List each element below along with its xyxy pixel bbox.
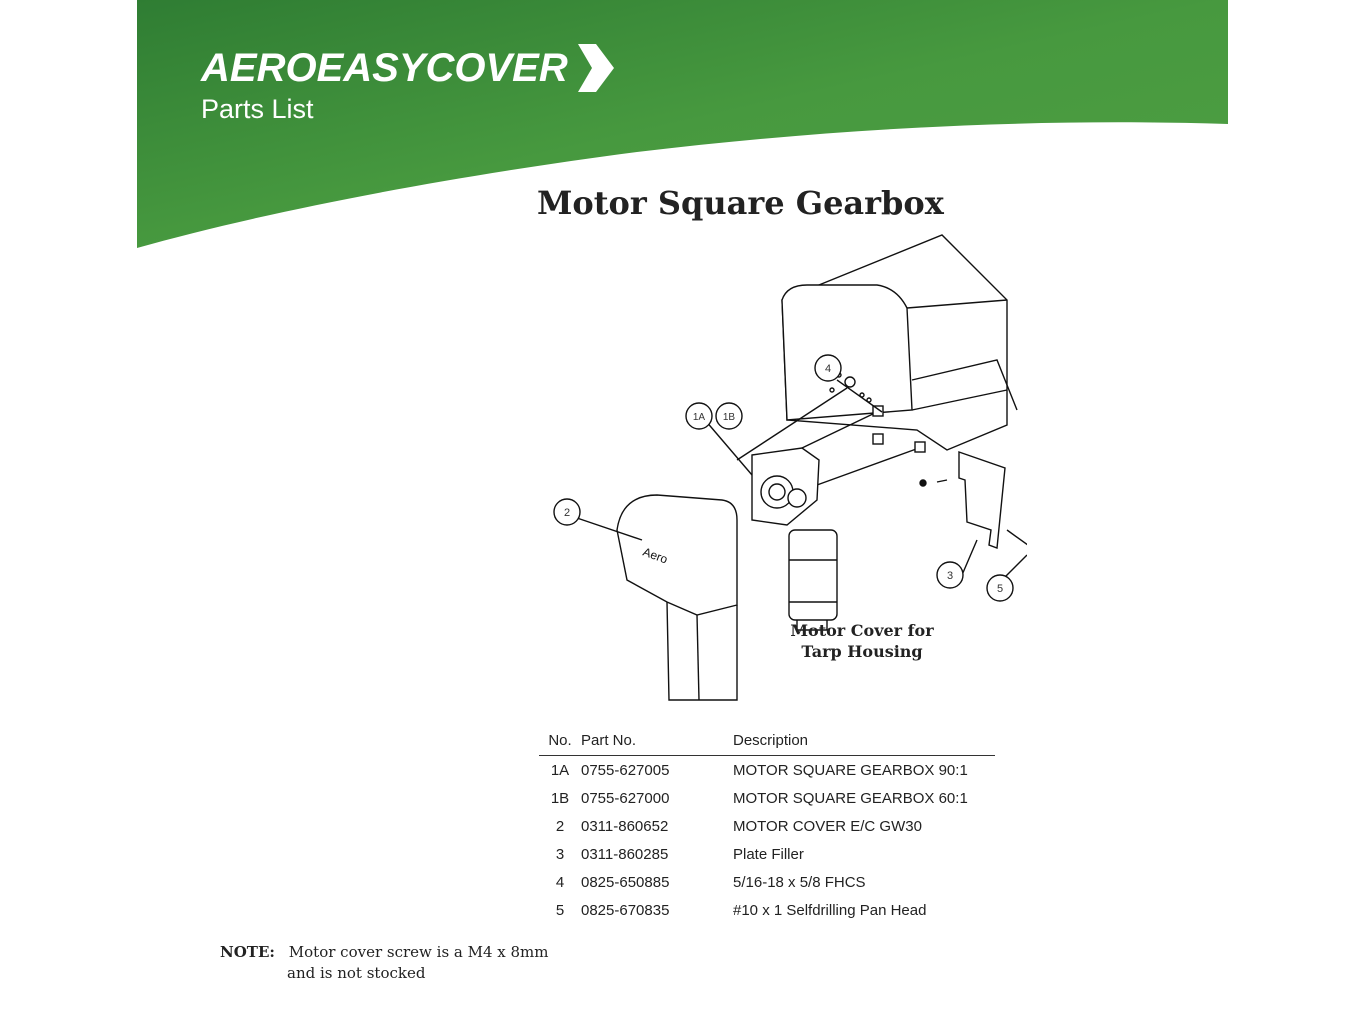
row-no: 2 bbox=[555, 818, 565, 835]
page-title: Motor Square Gearbox bbox=[537, 184, 944, 222]
header-banner bbox=[137, 0, 1228, 248]
row-part-no: 0311-860652 bbox=[581, 818, 669, 835]
plate-filler-drawing bbox=[919, 451, 1027, 549]
motor-cover-drawing: Aero bbox=[616, 494, 738, 701]
gearbox-motor-drawing bbox=[751, 447, 838, 631]
row-part-no: 0825-650885 bbox=[581, 874, 670, 891]
table-row: 1A 0755-627005 MOTOR SQUARE GEARBOX 90:1 bbox=[539, 756, 995, 785]
svg-text:5: 5 bbox=[997, 583, 1003, 595]
row-description: Plate Filler bbox=[733, 846, 804, 863]
table-row: 1B 0755-627000 MOTOR SQUARE GEARBOX 60:1 bbox=[539, 784, 995, 812]
svg-text:2: 2 bbox=[564, 507, 570, 519]
row-description: MOTOR SQUARE GEARBOX 90:1 bbox=[733, 762, 968, 779]
row-no: 1B bbox=[550, 790, 570, 807]
row-description: #10 x 1 Selfdrilling Pan Head bbox=[733, 902, 927, 919]
svg-text:1A: 1A bbox=[693, 412, 706, 423]
tarp-housing-drawing bbox=[781, 234, 1018, 451]
parts-list-page: AEROEASYCOVER Parts List Motor Square Ge… bbox=[137, 0, 1228, 1024]
table-row: 4 0825-650885 5/16-18 x 5/8 FHCS bbox=[539, 868, 995, 896]
row-part-no: 0755-627000 bbox=[581, 790, 670, 807]
svg-text:3: 3 bbox=[947, 570, 953, 582]
callout-2: 2 bbox=[553, 498, 581, 526]
parts-table: No. Part No. Description 1A 0755-627005 … bbox=[539, 732, 995, 924]
row-no: 3 bbox=[555, 846, 565, 863]
callout-4: 4 bbox=[814, 354, 842, 382]
caption-line-2: Tarp Housing bbox=[801, 642, 923, 661]
callout-3: 3 bbox=[936, 561, 964, 589]
row-description: MOTOR COVER E/C GW30 bbox=[733, 818, 922, 835]
footnote: NOTE: Motor cover screw is a M4 x 8mm an… bbox=[220, 942, 549, 984]
diagram-caption: Motor Cover for Tarp Housing bbox=[777, 620, 947, 662]
brand-chevron-icon bbox=[577, 44, 614, 92]
row-part-no: 0311-860285 bbox=[581, 846, 669, 863]
callout-1b: 1B bbox=[715, 402, 743, 430]
callout-5: 5 bbox=[986, 574, 1014, 602]
brand-wordmark: AEROEASYCOVER bbox=[201, 45, 568, 90]
note-line-1: Motor cover screw is a M4 x 8mm bbox=[288, 943, 549, 961]
note-line-2: and is not stocked bbox=[287, 964, 426, 982]
row-description: MOTOR SQUARE GEARBOX 60:1 bbox=[733, 790, 968, 807]
caption-line-1: Motor Cover for bbox=[790, 621, 934, 640]
svg-text:1B: 1B bbox=[723, 412, 736, 423]
page-subtitle: Parts List bbox=[201, 94, 314, 124]
table-row: 2 0311-860652 MOTOR COVER E/C GW30 bbox=[539, 812, 995, 840]
col-header-part-no: Part No. bbox=[581, 732, 733, 756]
row-part-no: 0755-627005 bbox=[581, 762, 670, 779]
note-label: NOTE: bbox=[220, 943, 275, 961]
col-header-no: No. bbox=[539, 732, 581, 756]
row-no: 5 bbox=[555, 902, 565, 919]
svg-text:4: 4 bbox=[825, 363, 831, 375]
callout-1a: 1A bbox=[685, 402, 713, 430]
brand-logo: AEROEASYCOVER bbox=[201, 42, 616, 94]
row-no: 4 bbox=[555, 874, 565, 891]
row-no: 1A bbox=[550, 762, 570, 779]
row-description: 5/16-18 x 5/8 FHCS bbox=[733, 874, 866, 891]
table-header-row: No. Part No. Description bbox=[539, 732, 995, 756]
col-header-description: Description bbox=[733, 732, 995, 756]
row-part-no: 0825-670835 bbox=[581, 902, 670, 919]
exploded-diagram: Aero 4 1A 1B 2 3 bbox=[553, 234, 1027, 701]
table-row: 5 0825-670835 #10 x 1 Selfdrilling Pan H… bbox=[539, 896, 995, 924]
table-row: 3 0311-860285 Plate Filler bbox=[539, 840, 995, 868]
